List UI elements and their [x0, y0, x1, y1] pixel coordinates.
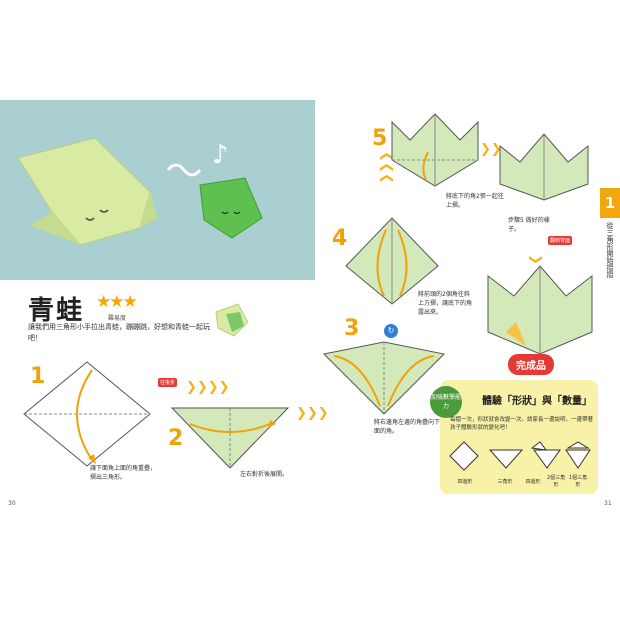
chevron-arrow-icon: ❯❯❯❯: [186, 380, 230, 395]
chevron-arrow-icon-4: ❯❯: [480, 142, 502, 157]
step-3-diagram: [322, 341, 446, 415]
step-2-number: 2: [168, 426, 184, 451]
step-1-number: 1: [30, 364, 46, 389]
math-badge: 加強數學能力: [430, 386, 462, 418]
frog-photo: ♪: [0, 100, 315, 280]
step-4-diagram: [345, 217, 439, 305]
frog-photo-illustration: [0, 100, 315, 280]
step-5b-caption: 步驟5 做好的樣子。: [508, 217, 550, 233]
math-body: 每摺一次，形狀就會改變一次。請家長一邊說明，一邊帶著孩子體驗形狀的變化吧！: [450, 417, 594, 431]
difficulty-label: 難易度: [108, 315, 127, 322]
music-note-icon: ♪: [212, 140, 229, 170]
step-4-caption: 將前頭的2個角往斜上方摺，讓底下的角露出來。: [418, 291, 473, 316]
page-title: 青蛙: [28, 296, 85, 326]
shape-label-5: 1個三角形: [568, 475, 588, 488]
math-shapes: [449, 441, 591, 471]
finished-label: 完成品: [508, 354, 554, 375]
shape-label-1: 四邊形: [457, 479, 473, 485]
flip-tag: 翻到背面: [548, 236, 573, 245]
chapter-tab: 1: [600, 188, 620, 218]
page-number-right: 31: [604, 500, 612, 507]
finished-frog-diagram: [487, 265, 593, 355]
frog-thumbnail: [215, 303, 249, 337]
shape-label-3: 四邊形: [525, 479, 541, 485]
step-5-number: 5: [372, 126, 388, 151]
chapter-title: 從三角形開始摺摺: [606, 222, 614, 278]
step-3-caption: 將右邊角左邊的角疊向下面的角。: [374, 419, 441, 435]
shape-label-4: 2個三角形: [546, 475, 566, 488]
step-2-caption: 左右對折後展開。: [240, 471, 289, 478]
step-1-caption: 讓下面角上面的角重疊，摺出三角形。: [90, 465, 157, 481]
fold-back-tag: 往後折: [158, 378, 178, 387]
step-5-caption: 將底下的角2張一起往上摺。: [446, 193, 504, 209]
intro-text: 讓我們用三角形小手拉出青蛙，蹦蹦跳，好想和青蛙一起玩吧！: [28, 323, 210, 342]
step-5-result-diagram: [499, 133, 589, 201]
page-number-left: 30: [8, 500, 16, 507]
chevron-arrow-icon-2: ❯❯❯: [296, 406, 329, 421]
shape-label-2: 三角形: [497, 479, 513, 485]
math-box: [440, 380, 598, 494]
step-3-number: 3: [344, 316, 360, 341]
flip-icon: ↻: [384, 324, 398, 338]
math-title: 體驗「形狀」與「數量」: [482, 396, 592, 407]
step-5-diagram: [391, 113, 479, 187]
step-4-number: 4: [332, 226, 348, 251]
step-2-diagram: [170, 407, 290, 469]
difficulty-stars: ★★★: [96, 292, 138, 312]
step-1-diagram: [23, 361, 151, 467]
